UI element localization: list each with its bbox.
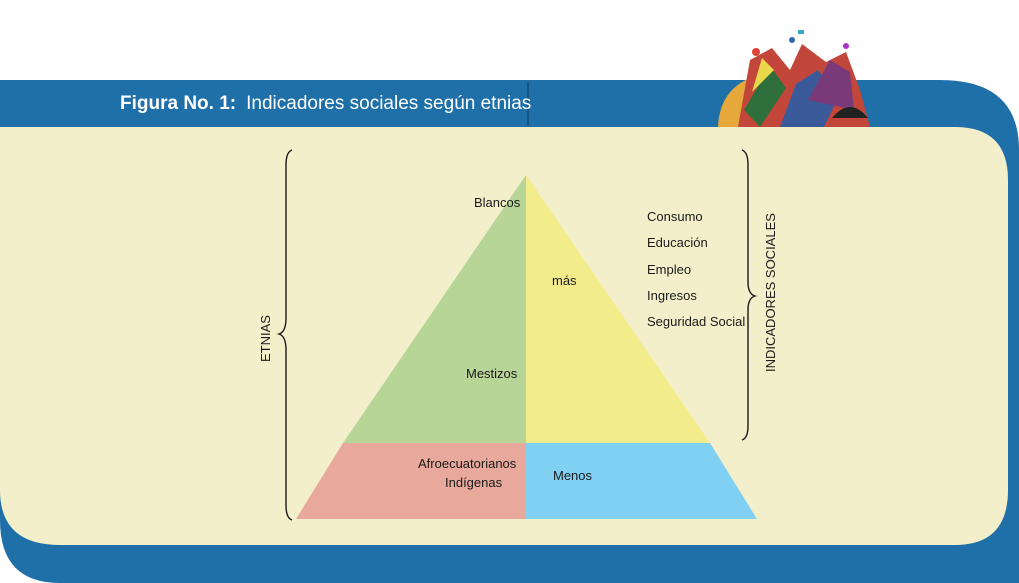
indicator-item: Educación xyxy=(647,235,708,250)
label-afroecuatorianos: Afroecuatorianos xyxy=(418,456,517,471)
pyramid-pink-region xyxy=(296,443,526,519)
indicadores-axis-label: INDICADORES SOCIALES xyxy=(763,213,778,372)
figure-title: Figura No. 1: Indicadores sociales según… xyxy=(120,93,531,117)
figure-number: Figura No. 1: xyxy=(120,93,237,114)
label-mestizos: Mestizos xyxy=(466,366,518,381)
label-mas: más xyxy=(552,273,577,288)
indicator-item: Seguridad Social xyxy=(647,314,746,329)
indicator-item: Consumo xyxy=(647,209,703,224)
decorative-logo-art xyxy=(718,30,870,127)
etnias-axis-label: ETNIAS xyxy=(258,315,273,362)
right-brace xyxy=(741,149,758,441)
indicator-item: Empleo xyxy=(647,262,692,277)
pyramid-yellow-region xyxy=(526,175,710,443)
label-indigenas: Indígenas xyxy=(445,475,503,490)
label-blancos: Blancos xyxy=(474,195,521,210)
indicator-item: Ingresos xyxy=(647,288,697,303)
label-menos: Menos xyxy=(553,468,593,483)
pyramid xyxy=(296,175,757,519)
left-brace xyxy=(276,149,293,521)
figure-caption: Indicadores sociales según etnias xyxy=(246,93,532,114)
title-strip xyxy=(0,82,528,126)
pyramid-green-region xyxy=(343,175,526,443)
pyramid-cyan-region xyxy=(526,443,757,519)
